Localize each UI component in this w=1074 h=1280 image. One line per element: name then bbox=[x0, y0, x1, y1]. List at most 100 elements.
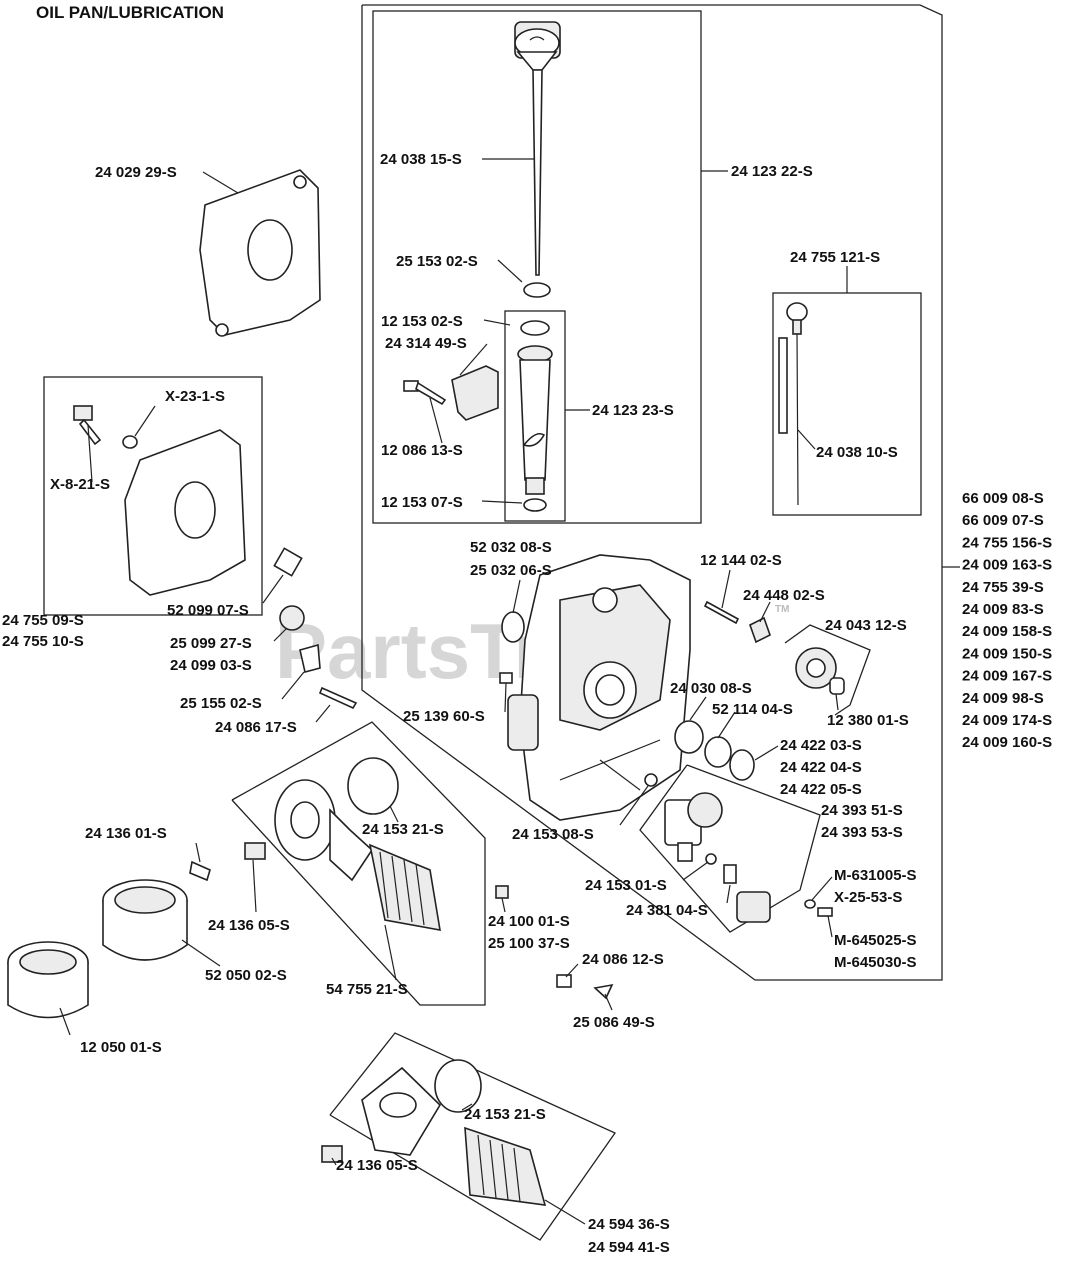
o-ring-2515302[interactable] bbox=[523, 282, 551, 298]
label-2404312: 24 043 12-S bbox=[825, 617, 907, 634]
dipstick-long[interactable] bbox=[514, 21, 561, 276]
label-2415321b: 24 153 21-S bbox=[464, 1106, 546, 1123]
oil-filter-1205001[interactable] bbox=[7, 941, 89, 1019]
washer-x231[interactable] bbox=[122, 435, 138, 449]
kit-list-item: 24 009 167-S bbox=[962, 668, 1052, 685]
tube-bracket[interactable] bbox=[451, 365, 499, 421]
tube-subframe bbox=[504, 310, 566, 522]
oil-cooler-alt-adapter[interactable] bbox=[361, 1066, 442, 1156]
screw-m645025[interactable] bbox=[817, 907, 833, 917]
o-ring-1215307[interactable] bbox=[523, 498, 547, 512]
label-2403008: 24 030 08-S bbox=[670, 680, 752, 697]
shim-2442203[interactable] bbox=[729, 749, 755, 781]
label-5475521: 54 755 21-S bbox=[326, 981, 408, 998]
o-ring-2415301[interactable] bbox=[705, 853, 717, 865]
dipstick-short[interactable] bbox=[778, 302, 808, 506]
kit-list-item: 24 009 174-S bbox=[962, 712, 1052, 729]
label-2515502: 25 155 02-S bbox=[180, 695, 262, 712]
plug-2410001[interactable] bbox=[495, 885, 509, 899]
leader-lines bbox=[59, 158, 839, 1225]
dowel-pin-1214402[interactable] bbox=[703, 600, 740, 625]
label-2475510: 24 755 10-S bbox=[2, 633, 84, 650]
gear-frame bbox=[784, 624, 871, 716]
oil-pump-assembly[interactable] bbox=[664, 792, 723, 862]
label-1208613: 12 086 13-S bbox=[381, 442, 463, 459]
label-2413605a: 24 136 05-S bbox=[208, 917, 290, 934]
oil-pan-cover[interactable] bbox=[507, 554, 691, 821]
spring-2413601[interactable] bbox=[189, 860, 211, 882]
kit-list-item: 24 009 158-S bbox=[962, 623, 1052, 640]
kit-list-item: 24 009 163-S bbox=[962, 557, 1052, 574]
label-5205002: 52 050 02-S bbox=[205, 967, 287, 984]
label-24755121: 24 755 121-S bbox=[790, 249, 880, 266]
label-1215302: 12 153 02-S bbox=[381, 313, 463, 330]
label-2438104: 24 381 04-S bbox=[626, 902, 708, 919]
seal-2403008[interactable] bbox=[674, 720, 704, 754]
screw-2508649[interactable] bbox=[593, 983, 614, 1000]
pin-1238001[interactable] bbox=[829, 677, 845, 695]
oil-cooler-alt[interactable] bbox=[464, 1126, 547, 1206]
nipple-2413605-top[interactable] bbox=[244, 842, 266, 860]
label-2403815: 24 038 15-S bbox=[380, 151, 462, 168]
bolt-x821[interactable] bbox=[73, 405, 102, 446]
fitting-2408617[interactable] bbox=[318, 686, 358, 710]
label-1215307: 12 153 07-S bbox=[381, 494, 463, 511]
label-2412323: 24 123 23-S bbox=[592, 402, 674, 419]
elbow-2515502[interactable] bbox=[299, 643, 321, 673]
adapter-plate-frame bbox=[43, 376, 263, 616]
label-2442203: 24 422 03-S bbox=[780, 737, 862, 754]
label-2409903: 24 099 03-S bbox=[170, 657, 252, 674]
gasket-2415321-top[interactable] bbox=[347, 757, 399, 815]
oil-filter-5205002[interactable] bbox=[102, 879, 188, 961]
label-2513960: 25 139 60-S bbox=[403, 708, 485, 725]
part-2444802[interactable] bbox=[749, 616, 771, 644]
main-assembly-frame bbox=[361, 4, 943, 981]
kit-list: 66 009 08-S66 009 07-S24 755 156-S24 009… bbox=[962, 490, 1052, 751]
label-5209907: 52 099 07-S bbox=[167, 602, 249, 619]
part-labels: 24 029 29-S X-23-1-S X-8-21-S 24 755 09-… bbox=[2, 151, 917, 1256]
gasket-2415321-bottom[interactable] bbox=[434, 1059, 482, 1113]
sensor-5209907[interactable] bbox=[273, 547, 303, 577]
label-1214402: 12 144 02-S bbox=[700, 552, 782, 569]
label-m631005: M-631005-S bbox=[834, 867, 917, 884]
label-2459441: 24 594 41-S bbox=[588, 1239, 670, 1256]
label-2415321a: 24 153 21-S bbox=[362, 821, 444, 838]
adapter-plate-240292[interactable] bbox=[199, 169, 321, 337]
pressure-relief-2438104[interactable] bbox=[723, 864, 771, 923]
label-2413601: 24 136 01-S bbox=[85, 825, 167, 842]
label-2444802: 24 448 02-S bbox=[743, 587, 825, 604]
label-2475509: 24 755 09-S bbox=[2, 612, 84, 629]
oil-cooler[interactable] bbox=[329, 808, 441, 931]
shim-5211404[interactable] bbox=[704, 736, 732, 768]
adapter-plate-kit[interactable] bbox=[124, 429, 246, 596]
o-ring-2415308[interactable] bbox=[644, 773, 658, 787]
label-2408617: 24 086 17-S bbox=[215, 719, 297, 736]
label-2459436: 24 594 36-S bbox=[588, 1216, 670, 1233]
label-2509927: 25 099 27-S bbox=[170, 635, 252, 652]
label-2439353: 24 393 53-S bbox=[821, 824, 903, 841]
label-1205001: 12 050 01-S bbox=[80, 1039, 162, 1056]
oil-cooler-adapter[interactable] bbox=[274, 779, 336, 861]
label-240292: 24 029 29-S bbox=[95, 164, 177, 181]
seal-5203208[interactable] bbox=[501, 611, 525, 643]
bracket-bolt[interactable] bbox=[403, 380, 447, 406]
label-2403810: 24 038 10-S bbox=[816, 444, 898, 461]
label-2412322: 24 123 22-S bbox=[731, 163, 813, 180]
watermark-tm: TM bbox=[775, 604, 789, 615]
label-2408612: 24 086 12-S bbox=[582, 951, 664, 968]
oil-cooler-frame bbox=[231, 721, 486, 1006]
nipple-2413605-bottom[interactable] bbox=[321, 1145, 343, 1163]
screw-2408612[interactable] bbox=[556, 974, 572, 988]
sensor-2509927[interactable] bbox=[279, 605, 305, 631]
label-m645025: M-645025-S bbox=[834, 932, 917, 949]
kit-list-item: 24 755 39-S bbox=[962, 579, 1044, 596]
label-5203208: 52 032 08-S bbox=[470, 539, 552, 556]
label-2439351: 24 393 51-S bbox=[821, 802, 903, 819]
o-ring-1215302[interactable] bbox=[520, 320, 550, 336]
washer-m631005[interactable] bbox=[804, 899, 816, 909]
kit-list-item: 24 009 160-S bbox=[962, 734, 1052, 751]
label-2508649: 25 086 49-S bbox=[573, 1014, 655, 1031]
dipstick-tube[interactable] bbox=[517, 345, 553, 495]
gear-2404312[interactable] bbox=[795, 647, 837, 689]
plug-2513960[interactable] bbox=[499, 672, 513, 684]
